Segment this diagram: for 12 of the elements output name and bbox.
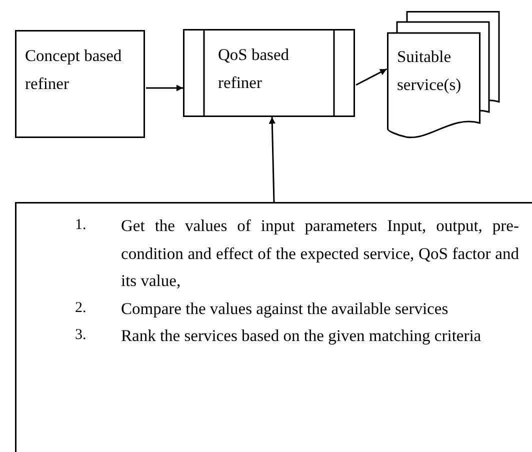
node-label: QoS based refiner (218, 44, 290, 94)
step-number: 3. (75, 326, 88, 345)
arrow (268, 116, 276, 202)
arrow (356, 68, 388, 86)
step-text: Get the values of input parameters Input, output, pre-condition and effect of the expected service, QoS factor and its value, (121, 215, 519, 292)
step-text: Compare the values against the available services (121, 298, 450, 320)
arrow (146, 84, 183, 92)
step-text: Rank the services based on the given matching criteria (121, 325, 482, 347)
step-number: 2. (75, 298, 88, 318)
step-number: 1. (75, 216, 88, 235)
node-label: Suitable service(s) (397, 46, 462, 96)
node-label: Concept based refiner (25, 45, 123, 95)
